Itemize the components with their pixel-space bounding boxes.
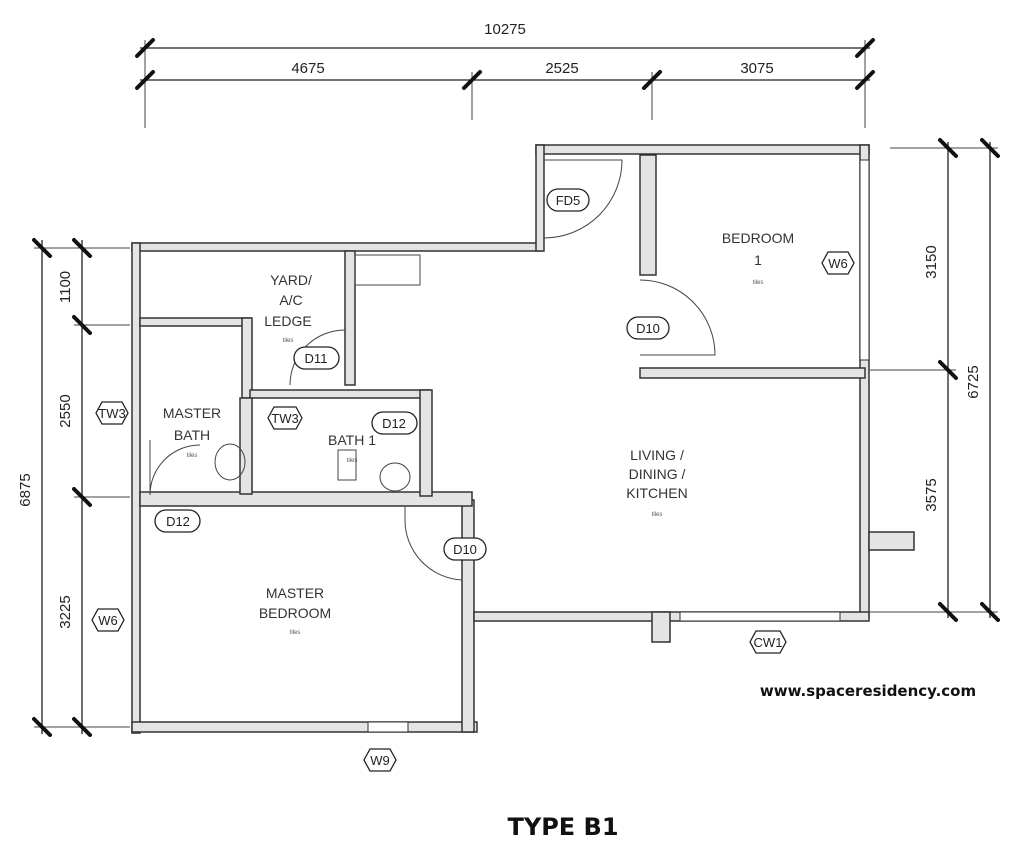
room-living: LIVING / DINING / KITCHEN tiles	[626, 447, 687, 518]
window-tag-w6: W6	[98, 613, 118, 628]
room-label: LIVING /	[630, 447, 684, 463]
dim-top-2: 2525	[545, 60, 578, 77]
window-tag-w6: W6	[828, 256, 848, 271]
finish-label: tiles	[283, 338, 294, 344]
dim-top-1: 4675	[291, 60, 324, 77]
room-label: BATH 1	[328, 432, 376, 448]
door-tag-d10: D10	[453, 542, 477, 557]
room-yard: YARD/ A/C LEDGE tiles	[264, 272, 312, 344]
window-tags: TW3 TW3 W6 W6 CW1 W9	[91, 251, 855, 772]
room-label: BEDROOM	[722, 230, 794, 246]
top-dimensions: 10275 4675 2525 3075	[135, 21, 875, 128]
room-label: MASTER	[266, 585, 324, 601]
door-tag-d12: D12	[166, 514, 190, 529]
room-label: LEDGE	[264, 313, 311, 329]
dim-top-total: 10275	[484, 21, 526, 38]
website-url: www.spaceresidency.com	[760, 682, 976, 700]
room-master-bedroom: MASTER BEDROOM tiles	[259, 585, 331, 636]
door-swings	[149, 159, 716, 581]
door-tag-fd5: FD5	[556, 193, 581, 208]
door-tags: FD5 D10 D10 D11 D12 D12	[154, 188, 670, 561]
finish-label: tiles	[290, 630, 301, 636]
window-tag-tw3: TW3	[98, 406, 125, 421]
room-label: BEDROOM	[259, 605, 331, 621]
right-dimensions: 3150 3575 6725	[870, 138, 1000, 622]
window-tag-w9: W9	[370, 753, 390, 768]
dim-left-2: 2550	[57, 394, 74, 427]
dim-right-2: 3575	[923, 478, 940, 511]
finish-label: tiles	[347, 458, 358, 464]
room-master-bath: MASTER BATH tiles	[163, 405, 221, 459]
left-dimensions: 1100 2550 3225 6875	[17, 238, 130, 737]
dim-right-1: 3150	[923, 245, 940, 278]
finish-label: tiles	[652, 512, 663, 518]
door-tag-d12: D12	[382, 416, 406, 431]
room-label: 1	[754, 252, 762, 268]
unit-type-title: TYPE B1	[507, 813, 618, 841]
dim-right-total: 6725	[965, 365, 982, 398]
dim-left-total: 6875	[17, 473, 34, 506]
finish-label: tiles	[753, 280, 764, 286]
room-label: YARD/	[270, 272, 312, 288]
room-label: A/C	[279, 292, 302, 308]
window-tag-tw3: TW3	[271, 411, 298, 426]
finish-label: tiles	[187, 453, 198, 459]
door-tag-d11: D11	[305, 351, 328, 366]
room-label: BATH	[174, 427, 210, 443]
room-bedroom-1: BEDROOM 1 tiles	[722, 230, 794, 286]
room-bath-1: BATH 1 tiles	[328, 432, 376, 464]
window-tag-cw1: CW1	[754, 635, 783, 650]
room-label: DINING /	[629, 466, 686, 482]
door-tag-d10: D10	[636, 321, 660, 336]
room-label: KITCHEN	[626, 485, 687, 501]
walls	[131, 144, 915, 734]
room-label: MASTER	[163, 405, 221, 421]
dim-left-3: 3225	[57, 595, 74, 628]
dim-top-3: 3075	[740, 60, 773, 77]
dim-left-1: 1100	[57, 271, 74, 303]
